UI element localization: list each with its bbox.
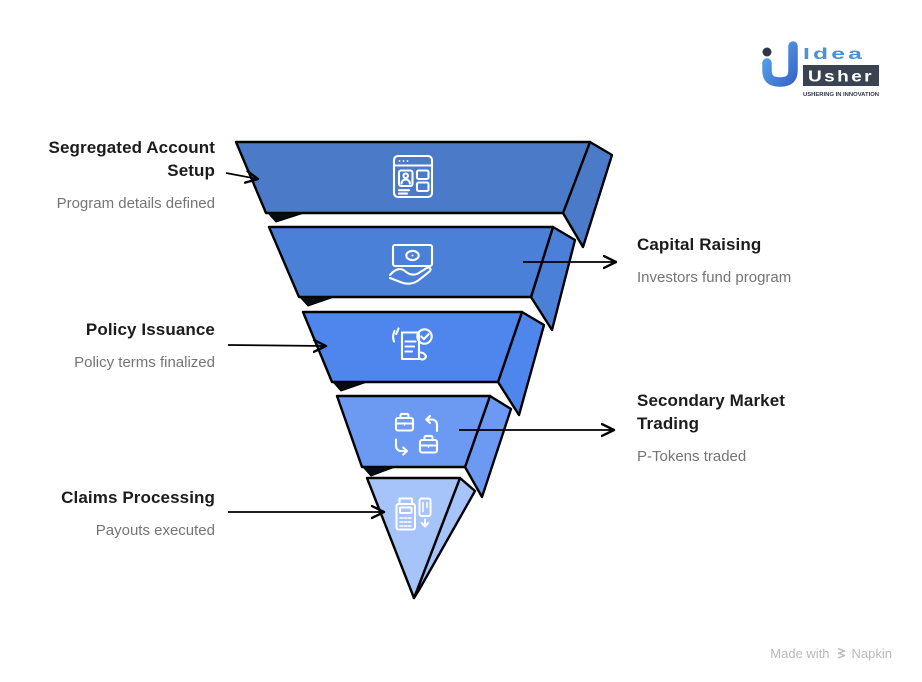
logo-word-usher: Usher (808, 69, 874, 86)
connector-arrow-3 (227, 345, 326, 346)
stage-1-subtitle: Program details defined (56, 195, 215, 212)
payout-terminal-icon (395, 497, 432, 531)
stage-3-label: Policy Issuance Policy terms finalized (20, 318, 215, 372)
briefcase-exchange-icon (394, 412, 439, 456)
stage-2-subtitle: Investors fund program (637, 269, 792, 286)
logo-dot (762, 47, 772, 57)
account-window-icon (392, 154, 434, 199)
logo-usher-box (803, 65, 879, 86)
stage-1-title: Segregated Account Setup (48, 138, 215, 180)
idea-usher-logo-graphic: Idea Usher USHERING IN INNOVATION (762, 41, 879, 98)
logo-u-glyph (762, 41, 798, 87)
funnel-stage-2 (267, 225, 577, 332)
funnel-stage-2-front-face (267, 225, 555, 299)
funnel-stage-5-front-face (365, 476, 462, 600)
idea-usher-logo: Idea Usher USHERING IN INNOVATION (757, 40, 897, 109)
stage-3-title: Policy Issuance (85, 320, 215, 339)
funnel-stage-5 (365, 476, 477, 600)
napkin-credit: Made with Napkin (770, 646, 892, 661)
stage-4-label: Secondary Market Trading P-Tokens traded (637, 389, 837, 466)
stage-4-title: Secondary Market Trading (637, 391, 786, 433)
credit-brand: Napkin (851, 646, 892, 661)
stage-2-label: Capital Raising Investors fund program (637, 233, 877, 287)
funnel-stage-3-bottom-shadow (332, 381, 368, 392)
napkin-logo-icon (837, 647, 845, 659)
stage-1-label: Segregated Account Setup Program details… (20, 136, 215, 213)
logo-tagline: USHERING IN INNOVATION (803, 92, 879, 98)
credit-prefix: Made with (770, 646, 830, 661)
cash-hand-icon (388, 243, 434, 285)
logo-word-idea: Idea (803, 46, 865, 63)
policy-check-icon (392, 327, 433, 361)
stage-5-subtitle: Payouts executed (95, 522, 215, 539)
stage-4-subtitle: P-Tokens traded (637, 448, 747, 465)
stage-2-title: Capital Raising (637, 235, 762, 254)
funnel-stage-4 (335, 394, 513, 499)
funnel-stage-2-bottom-shadow (299, 296, 335, 307)
funnel-stage-4-bottom-shadow (362, 466, 396, 477)
stage-5-title: Claims Processing (61, 488, 215, 507)
funnel-stage-1-bottom-shadow (267, 212, 305, 223)
stage-5-label: Claims Processing Payouts executed (20, 486, 215, 540)
connector-arrow-1 (225, 173, 258, 179)
funnel-stage-4-front-face (335, 394, 492, 469)
stage-3-subtitle: Policy terms finalized (74, 354, 215, 371)
